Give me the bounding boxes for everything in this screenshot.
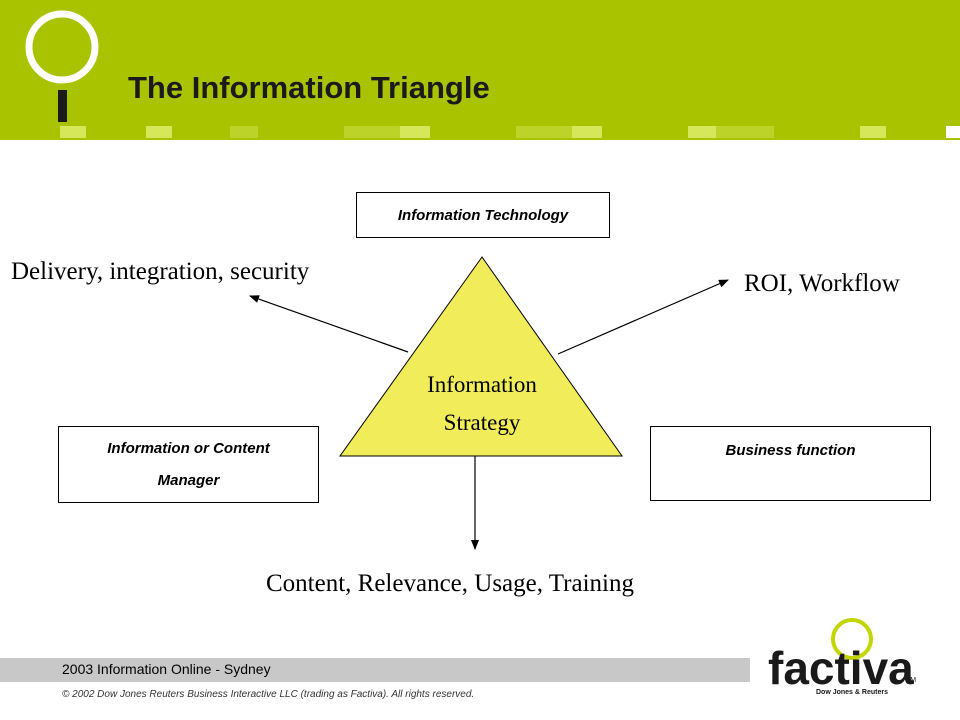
- box-content-manager-line1: Information or Content: [107, 439, 270, 457]
- arrow-upper-left: [249, 295, 409, 353]
- information-strategy-triangle: [339, 256, 623, 457]
- footer-copyright: © 2002 Dow Jones Reuters Business Intera…: [62, 689, 475, 700]
- header-underline: [0, 138, 960, 140]
- triangle-label: Information Strategy: [378, 366, 586, 442]
- label-content-relevance: Content, Relevance, Usage, Training: [266, 570, 634, 597]
- factiva-tm: TM: [906, 677, 916, 684]
- footer-event: 2003 Information Online - Sydney: [62, 661, 271, 677]
- footer-bar: [0, 658, 750, 682]
- box-information-technology: Information Technology: [356, 192, 610, 238]
- box-business-function-label: Business function: [725, 442, 856, 459]
- arrow-upper-right: [557, 279, 729, 355]
- label-delivery-integration-security: Delivery, integration, security: [11, 258, 310, 285]
- box-business-function: Business function: [650, 426, 931, 501]
- triangle-label-line1: Information: [427, 372, 537, 397]
- factiva-tagline: Dow Jones & Reuters: [816, 689, 888, 696]
- triangle-label-line2: Strategy: [443, 410, 521, 435]
- slide-title: The Information Triangle: [128, 70, 490, 105]
- label-roi-workflow: ROI, Workflow: [744, 270, 900, 297]
- header-banner: [0, 0, 960, 126]
- magnifier-logo-icon: [25, 10, 99, 122]
- header-stripe: [0, 126, 960, 138]
- box-content-manager-line2: Manager: [157, 471, 220, 489]
- factiva-logo-text: factiva: [768, 642, 914, 694]
- box-information-technology-label: Information Technology: [397, 206, 569, 224]
- factiva-logo-icon: factiva TM Dow Jones & Reuters: [768, 618, 916, 696]
- box-content-manager: Information or Content Manager: [58, 426, 319, 503]
